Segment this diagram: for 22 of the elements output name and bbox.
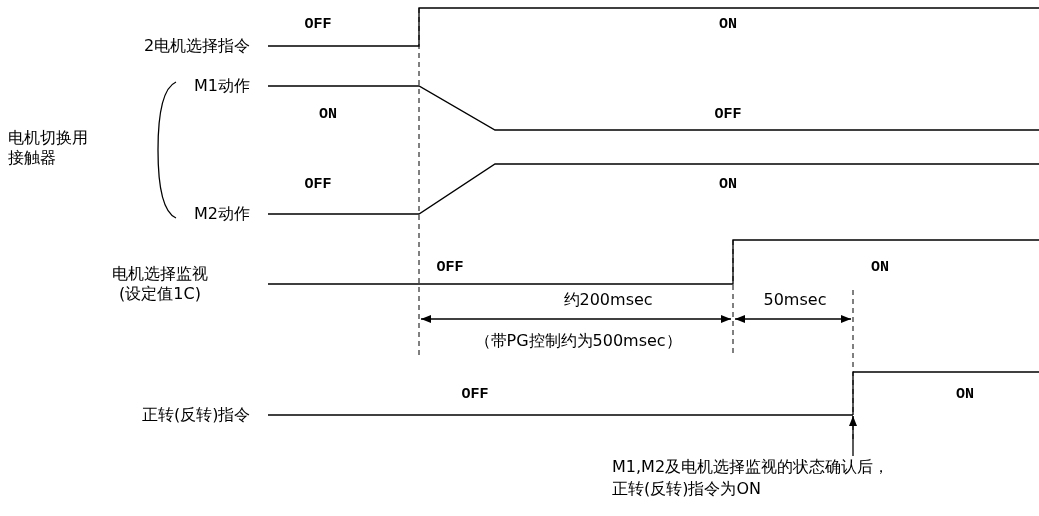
signal-name: M1动作 — [194, 76, 250, 96]
signal-name: 电机选择监视(设定值1C) — [111, 264, 209, 304]
state-label: ON — [719, 15, 737, 35]
state-label: OFF — [436, 258, 464, 278]
leader-arrow — [848, 415, 858, 457]
dimension-label: （带PG控制约为500msec） — [474, 331, 682, 351]
dimension-label: 50msec — [763, 290, 827, 310]
state-label: ON — [871, 258, 889, 278]
state-label: ON — [319, 105, 337, 125]
signal-name: 电机切换用接触器 — [8, 128, 89, 168]
state-label: ON — [956, 385, 974, 405]
signal-name: M2动作 — [194, 204, 250, 224]
signal-name: 正转(反转)指令 — [142, 405, 251, 425]
dimension-label: 约200msec — [563, 290, 653, 310]
annotation-text: M1,M2及电机选择监视的状态确认后，正转(反转)指令为ON — [612, 456, 896, 500]
state-label: OFF — [461, 385, 489, 405]
state-label: OFF — [304, 15, 332, 35]
signal-name: 2电机选择指令 — [144, 36, 251, 56]
signal-rising-edge — [852, 371, 854, 416]
state-label: OFF — [304, 175, 332, 195]
state-label: ON — [719, 175, 737, 195]
state-label: OFF — [714, 105, 742, 125]
